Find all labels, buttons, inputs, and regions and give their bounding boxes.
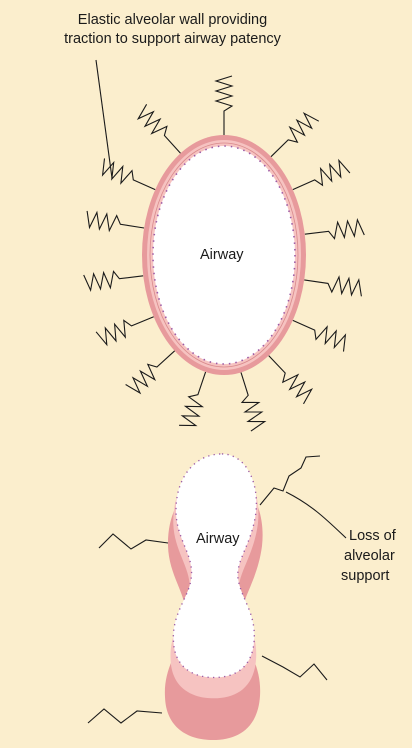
- alveolar-spring: [126, 351, 175, 393]
- top-airway-label: Airway: [200, 246, 244, 265]
- alveolar-spring: [216, 76, 232, 135]
- bottom-airway-label: Airway: [196, 530, 240, 549]
- alveolar-spring: [293, 320, 346, 351]
- collapsed-airway: [165, 454, 263, 740]
- alveolar-spring: [179, 372, 206, 426]
- top-annotation-line1: Elastic alveolar wall providing: [0, 11, 345, 30]
- right-annotation-pointer: [286, 492, 346, 538]
- alveolar-spring: [293, 160, 350, 189]
- right-annotation-line1: Loss of: [341, 526, 396, 546]
- alveolar-spring: [305, 220, 365, 239]
- right-annotation: Loss of alveolar support: [341, 526, 396, 586]
- broken-attachment-left-lower: [88, 709, 162, 723]
- right-annotation-line2: alveolar: [341, 546, 396, 566]
- top-annotation-line2: traction to support airway patency: [0, 30, 345, 49]
- alveolar-spring: [271, 113, 319, 156]
- broken-attachment-top-right: [260, 456, 320, 505]
- alveolar-spring: [87, 211, 144, 231]
- alveolar-spring: [304, 277, 361, 296]
- alveolar-spring: [138, 104, 180, 153]
- alveolar-spring: [84, 271, 144, 290]
- broken-attachment-right-lower: [262, 656, 327, 680]
- alveolar-spring: [241, 372, 265, 431]
- right-annotation-line3: support: [341, 566, 396, 586]
- alveolar-spring: [96, 317, 154, 345]
- top-annotation: Elastic alveolar wall providing traction…: [0, 11, 345, 49]
- broken-attachment-left-upper: [99, 534, 168, 549]
- alveolar-spring: [269, 356, 312, 404]
